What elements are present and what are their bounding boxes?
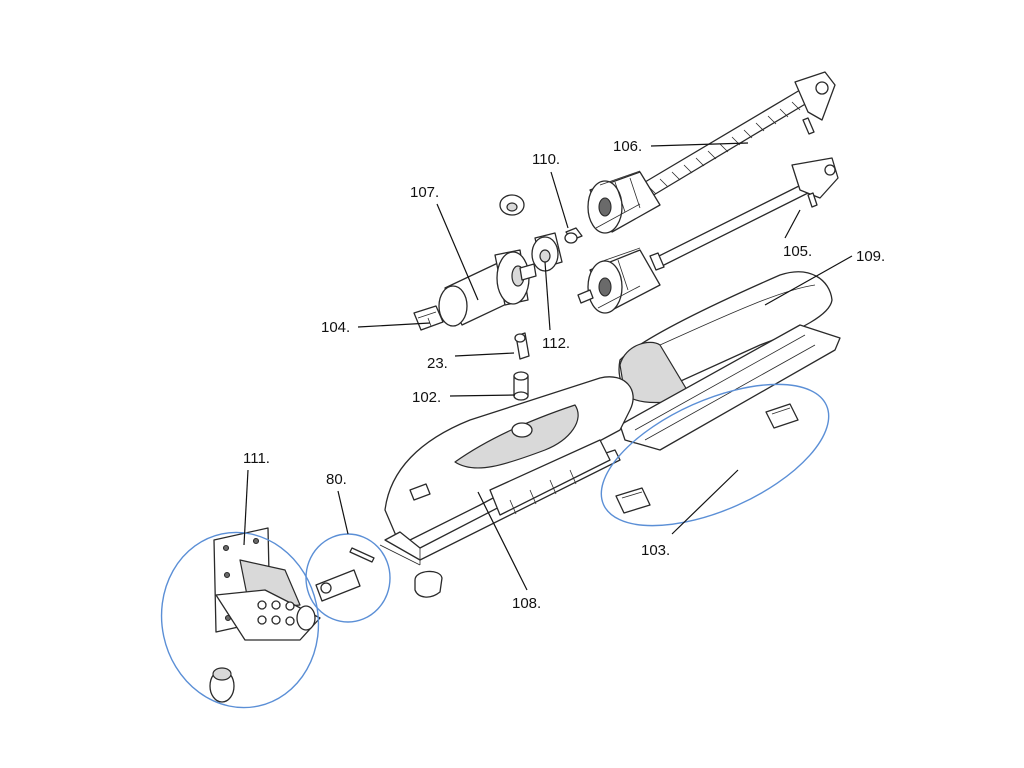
- part-107-motor: [438, 249, 537, 327]
- part-112-coupling: [531, 232, 563, 272]
- part-102-bushing: [513, 371, 529, 401]
- part-109-upper-cover: [618, 271, 833, 404]
- part-23-pin: [514, 332, 530, 360]
- label-109: 109.: [856, 248, 885, 265]
- gear-wheel-upper: [587, 170, 661, 234]
- part-111-bracket: [209, 527, 321, 703]
- label-108: 108.: [512, 595, 541, 612]
- label-106: 106.: [613, 138, 642, 155]
- washer: [499, 194, 525, 216]
- label-102: 102.: [412, 389, 441, 406]
- label-111: 111.: [243, 450, 270, 467]
- highlight-circle-103: [600, 383, 830, 527]
- label-104: 104.: [321, 319, 350, 336]
- part-80-latch-plate: [315, 547, 375, 602]
- label-103: 103.: [641, 542, 670, 559]
- label-23: 23.: [427, 355, 448, 372]
- leader-lines: [243, 142, 853, 591]
- base-channel-rear: [619, 324, 841, 451]
- gear-wheel-lower: [577, 247, 661, 314]
- label-80: 80.: [326, 471, 347, 488]
- label-107: 107.: [410, 184, 439, 201]
- label-112: 112.: [542, 335, 570, 352]
- part-108-main-housing: [379, 376, 634, 598]
- part-105-slide-rail: [649, 157, 839, 271]
- part-106-screw-shaft: [639, 71, 836, 197]
- part-110-nut: [564, 227, 583, 244]
- label-105: 105.: [783, 243, 812, 260]
- highlight-circle-111: [160, 531, 320, 709]
- part-103-pads: [615, 403, 799, 514]
- label-110: 110.: [532, 151, 560, 168]
